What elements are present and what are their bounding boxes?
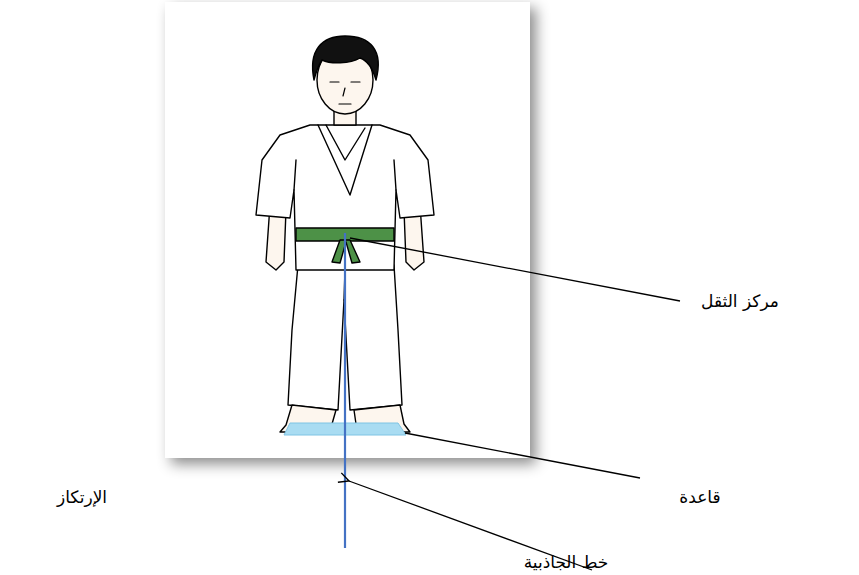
leader-line <box>405 433 640 478</box>
jacket-folds <box>294 160 396 190</box>
annotation-label: الإرتكاز <box>57 487 107 507</box>
leader-line <box>350 238 680 301</box>
annotation-label: خط الجاذبية <box>524 552 609 572</box>
gravity-line <box>344 233 346 548</box>
hair <box>313 36 379 80</box>
annotation-label: قاعدة <box>679 487 720 507</box>
annotation-label: مركز الثقل <box>701 291 779 311</box>
jacket-lapel <box>326 125 365 160</box>
picture-frame <box>165 2 530 458</box>
face <box>330 82 360 104</box>
jacket-collar <box>318 125 372 195</box>
